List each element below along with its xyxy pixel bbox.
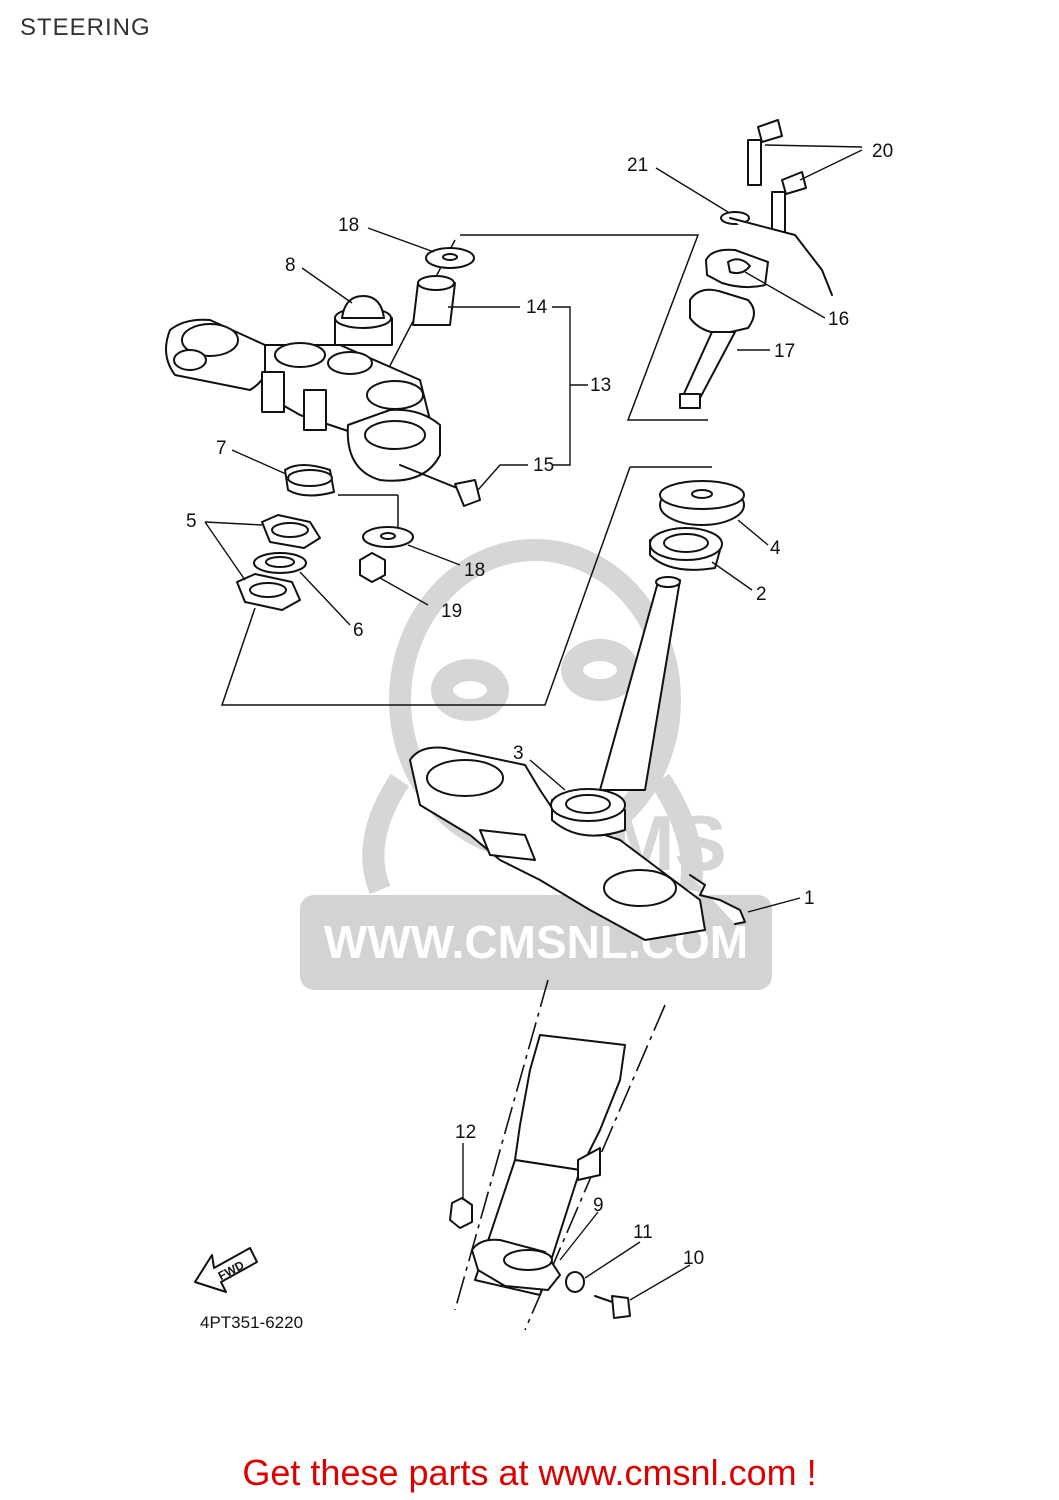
callout-17: 17 — [774, 341, 795, 362]
callout-19: 19 — [441, 601, 462, 622]
callout-21: 21 — [627, 155, 648, 176]
collar — [412, 275, 456, 326]
lower-bearing — [550, 788, 626, 837]
hose-guide — [689, 874, 746, 925]
upper-bearing — [649, 527, 723, 571]
callout-labels: 20 21 18 8 14 16 17 13 7 15 5 4 18 2 19 … — [186, 141, 893, 1269]
callout-14: 14 — [526, 297, 548, 318]
ring-nut-upper — [261, 514, 321, 549]
callout-2: 2 — [756, 584, 767, 605]
callout-1: 1 — [804, 888, 815, 909]
washer-top — [425, 247, 475, 269]
diagram-code: 4PT351-6220 — [200, 1313, 303, 1332]
ring-nut-lower — [236, 573, 301, 611]
clamp-washer — [565, 1271, 585, 1293]
nut-small — [359, 552, 386, 583]
page-title: STEERING — [20, 14, 151, 41]
callout-16: 16 — [828, 309, 849, 330]
bearing-cover — [659, 480, 745, 526]
lower-handlebar-holder — [679, 288, 755, 409]
rubber-washer — [253, 552, 307, 574]
callout-18-lower: 18 — [464, 560, 485, 581]
upper-bracket — [165, 318, 441, 482]
washer-lower — [362, 526, 414, 548]
callout-3: 3 — [513, 743, 524, 764]
callout-6: 6 — [353, 620, 364, 641]
get-parts-link[interactable]: Get these parts at www.cmsnl.com ! — [242, 1452, 817, 1493]
forward-arrow-icon: FWD — [194, 1247, 258, 1293]
handlebar-bolt-right — [771, 171, 807, 238]
crown-cap-nut — [334, 295, 393, 346]
steering-stem — [599, 576, 681, 791]
callout-10: 10 — [683, 1248, 704, 1269]
callout-8: 8 — [285, 255, 296, 276]
callout-18-top: 18 — [338, 215, 359, 236]
callout-12: 12 — [455, 1122, 476, 1143]
steering-exploded-diagram: WWW.CMSNL.COM CMS — [165, 119, 893, 1332]
clamp-nut — [449, 1197, 473, 1229]
lock-washer — [284, 464, 335, 497]
callout-20: 20 — [872, 141, 893, 162]
upper-handlebar-holder — [705, 248, 769, 289]
pinch-bolt — [399, 464, 481, 507]
callout-7: 7 — [216, 438, 227, 459]
leader-lines — [204, 144, 863, 1301]
handlebar-bolt-left — [747, 119, 783, 186]
callout-11: 11 — [633, 1222, 653, 1243]
callout-4: 4 — [770, 538, 781, 559]
callout-15: 15 — [533, 455, 554, 476]
callout-13: 13 — [590, 375, 611, 396]
cable-clamp — [720, 211, 833, 296]
callout-9: 9 — [593, 1195, 604, 1216]
fork-clamp — [471, 1238, 561, 1291]
under-bracket — [409, 746, 706, 941]
callout-5: 5 — [186, 511, 197, 532]
clamp-bolt — [594, 1295, 631, 1319]
